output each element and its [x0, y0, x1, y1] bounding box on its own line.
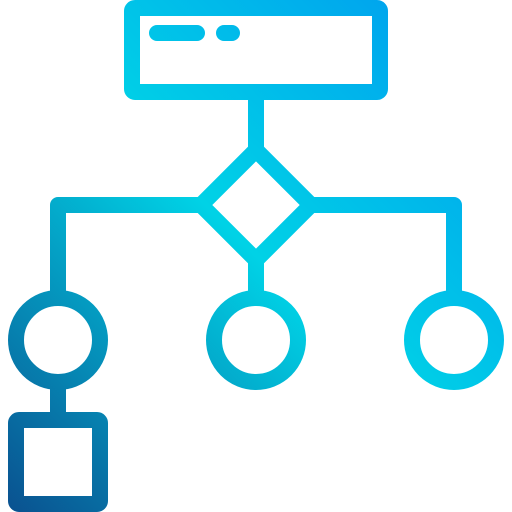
outcome-node-middle — [206, 290, 306, 390]
connector-right-branch — [303, 197, 462, 306]
start-node-rect — [124, 0, 388, 100]
end-node-square — [8, 412, 108, 512]
outcome-node-right — [404, 290, 504, 390]
outcome-node-left — [8, 290, 108, 390]
decision-diamond — [193, 142, 319, 268]
connector-left-branch — [50, 197, 209, 306]
